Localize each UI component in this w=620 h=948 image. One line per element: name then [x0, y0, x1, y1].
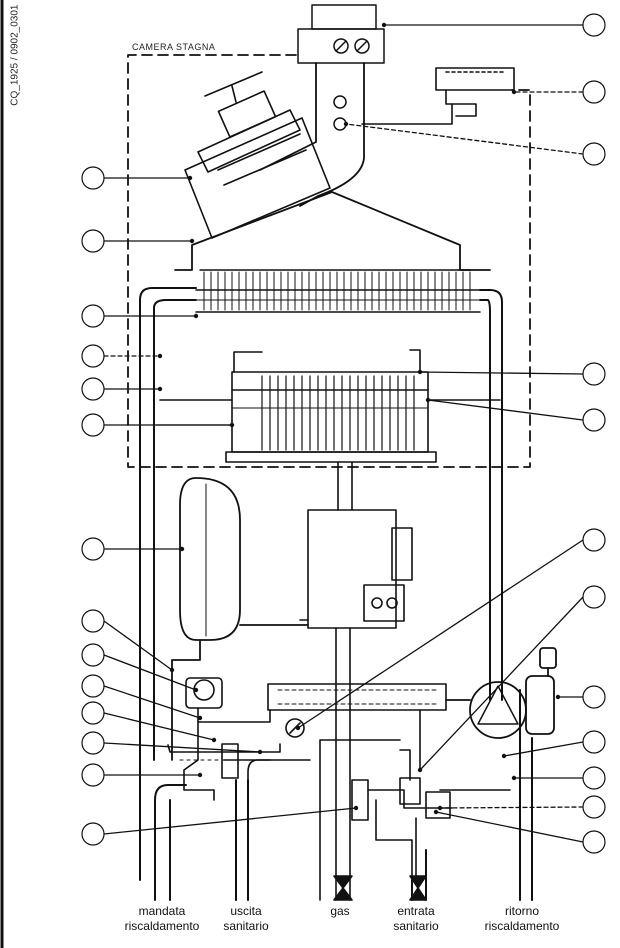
callout-circle	[582, 730, 606, 754]
callout-circle	[81, 377, 105, 401]
fan-assembly	[184, 71, 331, 239]
heat-exchanger	[195, 269, 481, 313]
leader-dot	[197, 772, 203, 778]
callout-circle	[81, 763, 105, 787]
circulating-pump	[445, 647, 557, 739]
callout-circle	[81, 166, 105, 190]
leader-line	[419, 371, 584, 375]
gas-inlet-valve	[333, 689, 427, 901]
leader-dot	[257, 749, 263, 755]
leader-dot	[193, 687, 199, 693]
callout-circle	[81, 413, 105, 437]
leader-line	[427, 399, 584, 421]
connection-label-dhw-outlet: uscita sanitario	[223, 904, 269, 933]
callout-circle	[81, 701, 105, 725]
burner	[155, 349, 501, 463]
callout-circle	[81, 731, 105, 755]
leader-dot	[229, 422, 235, 428]
leader-dot	[437, 805, 443, 811]
callout-circle	[582, 685, 606, 709]
connection-label-dhw-inlet: entrata sanitario	[393, 904, 439, 933]
callout-circle	[582, 142, 606, 166]
leader-line	[297, 539, 584, 729]
leader-dot	[511, 775, 517, 781]
leader-dot	[193, 313, 199, 319]
callout-circle	[81, 229, 105, 253]
outlet-pipes	[154, 779, 427, 901]
leader-dot	[433, 809, 439, 815]
leader-line	[103, 654, 197, 691]
callout-circle	[582, 585, 606, 609]
leader-dot	[555, 694, 561, 700]
callout-circle	[582, 80, 606, 104]
expansion-vessel	[171, 477, 309, 761]
dhw-valves	[351, 777, 511, 881]
callout-circle	[582, 766, 606, 790]
callout-circle	[81, 643, 105, 667]
callout-circle	[81, 609, 105, 633]
leader-line	[103, 807, 357, 835]
leader-line	[439, 806, 584, 809]
leader-dot	[189, 238, 195, 244]
leader-dot	[381, 22, 387, 28]
leader-dot	[197, 715, 203, 721]
flue-hood	[174, 191, 491, 271]
leader-dot	[187, 175, 193, 181]
connection-label-gas: gas	[330, 904, 350, 918]
callout-circle	[81, 344, 105, 368]
callout-circle	[582, 528, 606, 552]
pressure-switch	[361, 67, 515, 125]
leader-lines	[103, 22, 584, 843]
callout-circle	[582, 408, 606, 432]
callout-circle	[81, 304, 105, 328]
leader-dot	[417, 369, 423, 375]
callout-circle	[582, 830, 606, 854]
leader-dot	[343, 121, 349, 127]
leader-line	[345, 123, 584, 155]
leader-dot	[157, 386, 163, 392]
leader-dot	[353, 805, 359, 811]
callout-circle	[582, 795, 606, 819]
leader-dot	[295, 725, 301, 731]
leader-dot	[169, 667, 175, 673]
callout-circle	[81, 674, 105, 698]
chamber-label: CAMERA STAGNA	[132, 42, 216, 52]
leader-line	[503, 741, 584, 757]
sealed-chamber-outline	[127, 54, 531, 468]
leader-dot	[157, 353, 163, 359]
leader-dot	[179, 546, 185, 552]
leader-line	[419, 596, 584, 771]
leader-line	[103, 620, 173, 671]
callout-circle	[81, 537, 105, 561]
flue-duct	[259, 4, 385, 207]
leader-dot	[511, 89, 517, 95]
callout-circle	[582, 362, 606, 386]
connection-label-heating-flow: mandata riscaldamento	[124, 904, 200, 933]
callout-circle	[81, 822, 105, 846]
leader-line	[103, 742, 261, 753]
leader-dot	[211, 737, 217, 743]
heating-loop-pipes	[139, 287, 533, 901]
three-way-valve	[167, 677, 301, 801]
leader-dot	[501, 753, 507, 759]
leader-dot	[425, 397, 431, 403]
leader-line	[435, 811, 584, 843]
connection-label-heating-return: ritorno riscaldamento	[484, 904, 560, 933]
leader-line	[103, 685, 201, 719]
leader-dot	[417, 767, 423, 773]
callout-circles	[81, 13, 606, 854]
gas-valve	[299, 461, 413, 691]
leader-line	[103, 712, 215, 741]
callout-circle	[582, 13, 606, 37]
